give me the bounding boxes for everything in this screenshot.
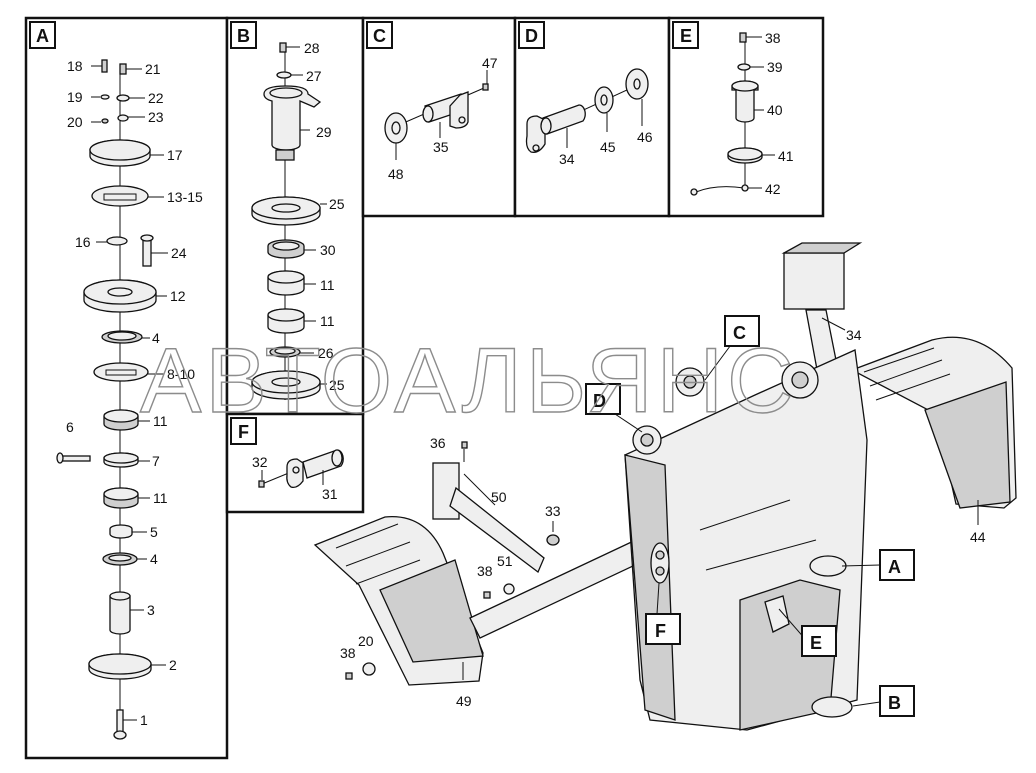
- main-tag-b: B: [888, 693, 901, 713]
- callout-label: 26: [318, 345, 334, 361]
- main-assembly: [313, 242, 1017, 731]
- panel-b-callouts: 28 27 29 25 30 11 11 26 25: [304, 40, 345, 393]
- main-callouts: 34 44 36 50 33 38 51 38 20 49: [340, 327, 986, 709]
- callout-label: 48: [388, 166, 404, 182]
- main-tag-e: E: [810, 633, 822, 653]
- callout-label: 33: [545, 503, 561, 519]
- callout-label: 45: [600, 139, 616, 155]
- callout-label: 34: [846, 327, 862, 343]
- callout-label: 44: [970, 529, 986, 545]
- callout-label: 39: [767, 59, 783, 75]
- callout-label: 25: [329, 196, 345, 212]
- callout-label: 31: [322, 486, 338, 502]
- callout-label: 11: [153, 413, 168, 429]
- callout-label: 41: [778, 148, 794, 164]
- callout-label: 7: [152, 453, 160, 469]
- callout-label: 28: [304, 40, 320, 56]
- panel-f-callouts: 32 31: [252, 454, 338, 502]
- callout-label: 46: [637, 129, 653, 145]
- callout-label: 12: [170, 288, 186, 304]
- callout-label: 42: [765, 181, 781, 197]
- panel-label-b: B: [237, 26, 250, 46]
- callout-label: 34: [559, 151, 575, 167]
- panel-label-d: D: [525, 26, 538, 46]
- callout-label: 4: [150, 551, 158, 567]
- callout-label: 3: [147, 602, 155, 618]
- callout-label: 30: [320, 242, 336, 258]
- panel-c-parts: [384, 70, 489, 160]
- panel-a-parts: [56, 59, 168, 740]
- main-tag-a: A: [888, 557, 901, 577]
- panel-labels: A B C D E F: [29, 21, 699, 445]
- callout-label: 11: [320, 277, 335, 293]
- callout-label: 13-15: [167, 189, 203, 205]
- watermark-text: АВТОАЛЬЯНС: [140, 330, 798, 432]
- panel-d-callouts: 34 45 46: [559, 129, 653, 167]
- main-tag-f: F: [655, 621, 666, 641]
- callout-label: 36: [430, 435, 446, 451]
- callout-label: 51: [497, 553, 513, 569]
- callout-label: 1: [140, 712, 148, 728]
- callout-label: 20: [358, 633, 374, 649]
- callout-label: 20: [67, 114, 83, 130]
- callout-label: 2: [169, 657, 177, 673]
- main-tag-d: D: [593, 391, 606, 411]
- callout-label: 23: [148, 109, 164, 125]
- callout-label: 16: [75, 234, 91, 250]
- callout-label: 25: [329, 377, 345, 393]
- panel-e-callouts: 38 39 40 41 42: [765, 30, 794, 197]
- callout-label: 11: [153, 490, 168, 506]
- panel-a-callouts: 18 21 19 22 20 23 17 13-15 16 24 12 4 8-…: [66, 58, 203, 728]
- panel-label-e: E: [680, 26, 692, 46]
- panel-label-c: C: [373, 26, 386, 46]
- callout-label: 35: [433, 139, 449, 155]
- callout-label: 38: [765, 30, 781, 46]
- panel-e-parts: [690, 32, 775, 196]
- panel-f-parts: [258, 449, 344, 489]
- callout-label: 38: [477, 563, 493, 579]
- callout-label: 11: [320, 313, 335, 329]
- main-tags: C D A E F B: [585, 315, 915, 717]
- panel-label-f: F: [238, 422, 249, 442]
- callout-label: 38: [340, 645, 356, 661]
- callout-label: 32: [252, 454, 268, 470]
- callout-label: 29: [316, 124, 332, 140]
- callout-label: 22: [148, 90, 164, 106]
- panel-c-callouts: 47 48 35: [388, 55, 498, 182]
- panel-label-a: A: [36, 26, 49, 46]
- main-tag-c: C: [733, 323, 746, 343]
- panel-b-parts: [251, 42, 327, 400]
- callout-label: 49: [456, 693, 472, 709]
- panel-d-frame: [513, 16, 671, 218]
- panel-d-parts: [525, 68, 649, 153]
- callout-label: 24: [171, 245, 187, 261]
- callout-label: 8-10: [167, 366, 195, 382]
- callout-label: 40: [767, 102, 783, 118]
- callout-label: 21: [145, 61, 161, 77]
- callout-label: 17: [167, 147, 183, 163]
- callout-label: 18: [67, 58, 83, 74]
- callout-label: 19: [67, 89, 83, 105]
- callout-label: 6: [66, 419, 74, 435]
- callout-label: 27: [306, 68, 322, 84]
- callout-label: 4: [152, 330, 160, 346]
- callout-label: 47: [482, 55, 498, 71]
- callout-label: 50: [491, 489, 507, 505]
- callout-label: 5: [150, 524, 158, 540]
